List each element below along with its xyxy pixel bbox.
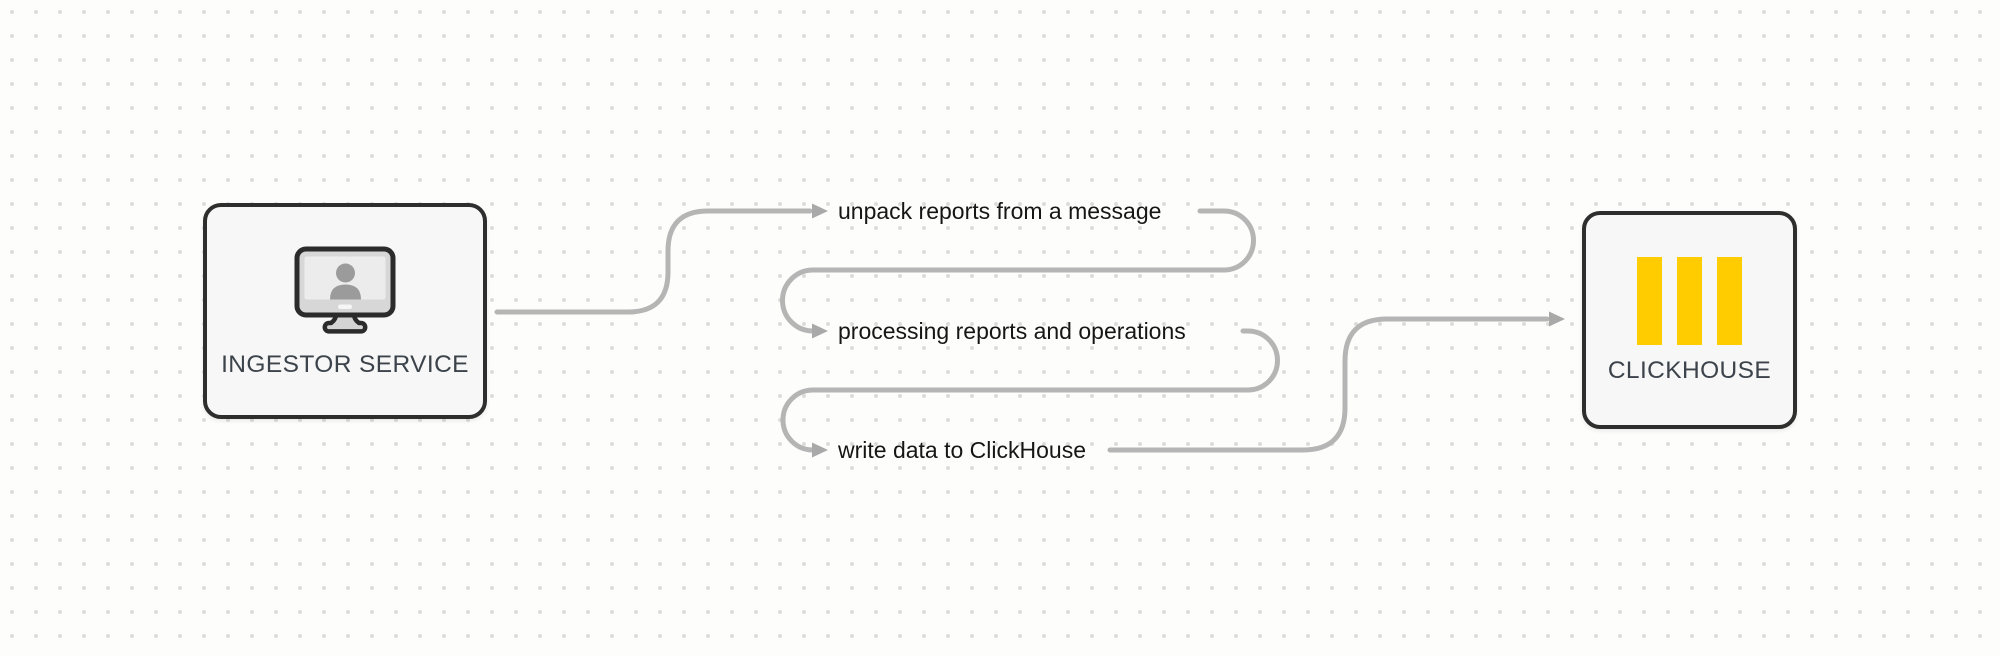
- clickhouse-bar: [1717, 256, 1742, 345]
- arrowhead-icon: [812, 442, 828, 458]
- arrowhead-icon: [1549, 311, 1565, 327]
- node-clickhouse[interactable]: CLICKHOUSE: [1582, 211, 1797, 429]
- connector-step2-to-step3: [780, 328, 1280, 453]
- arrowhead-icon: [812, 203, 828, 219]
- clickhouse-bars-icon: [1637, 256, 1742, 345]
- node-label-clickhouse: CLICKHOUSE: [1607, 356, 1772, 384]
- node-ingestor-service[interactable]: INGESTOR SERVICE: [203, 203, 487, 419]
- step-label-write-data[interactable]: write data to ClickHouse: [838, 437, 1086, 463]
- arrowhead-icon: [812, 323, 828, 339]
- clickhouse-bar: [1677, 256, 1702, 345]
- clickhouse-bar: [1637, 256, 1662, 345]
- node-label-ingestor-service: INGESTOR SERVICE: [221, 350, 469, 378]
- step-label-unpack-reports[interactable]: unpack reports from a message: [838, 198, 1162, 224]
- connector-ingestor-to-step1: [494, 208, 813, 315]
- step-label-processing-reports[interactable]: processing reports and operations: [838, 318, 1186, 344]
- monitor-user-icon: [294, 246, 396, 334]
- connector-step1-to-step2: [780, 208, 1256, 334]
